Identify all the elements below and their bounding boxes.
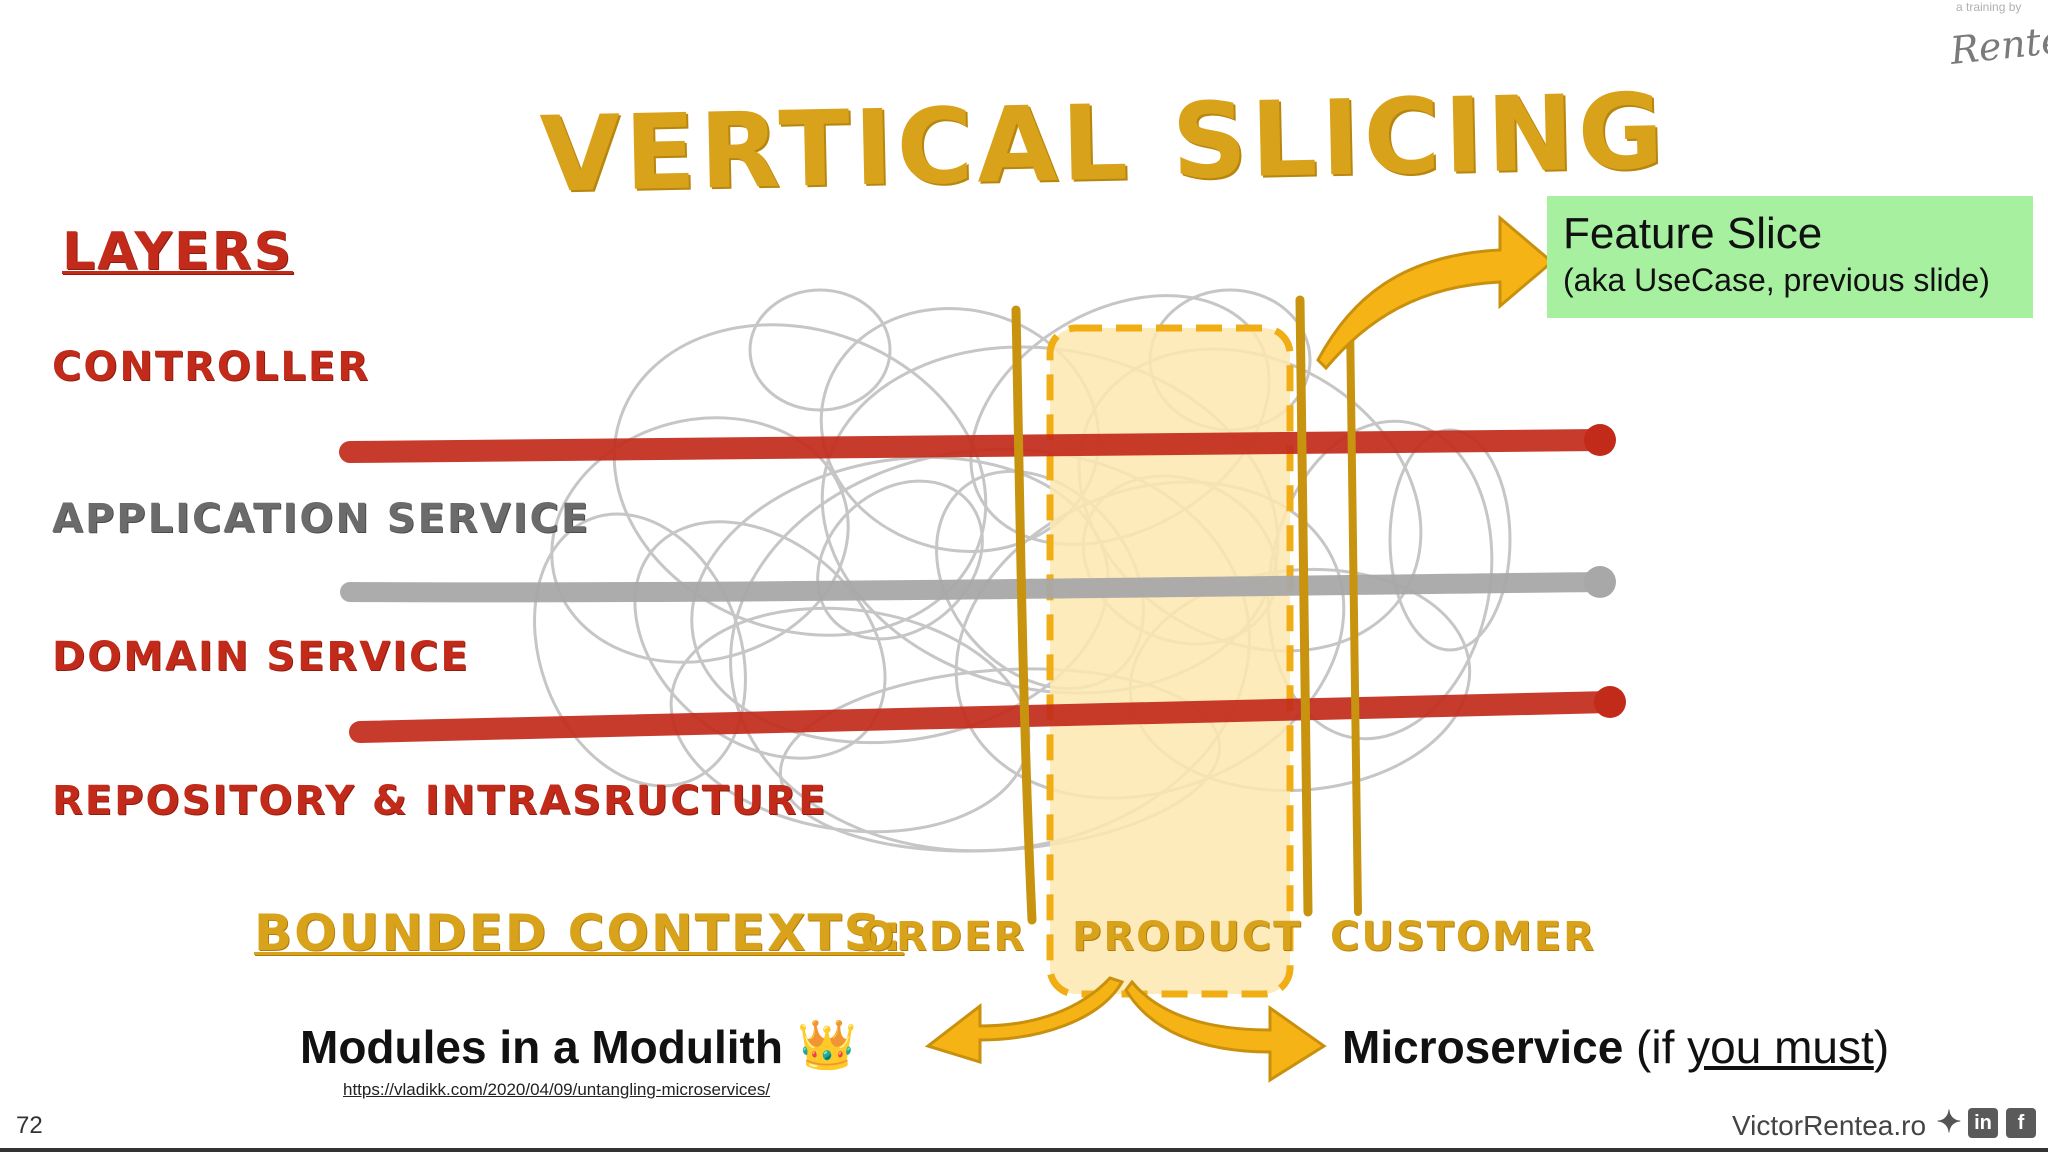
feature-slice-callout: Feature Slice (aka UseCase, previous sli…: [1547, 196, 2033, 318]
bounded-contexts-label: BOUNDED CONTEXTS:: [254, 904, 904, 962]
microservice-label: Microservice (if you must): [1342, 1020, 1889, 1074]
crown-icon: 👑: [797, 1017, 857, 1073]
feature-slice-title: Feature Slice: [1563, 209, 1823, 258]
context-customer: CUSTOMER: [1330, 914, 1596, 960]
microservice-arrow: [1124, 979, 1327, 1083]
slice-line-right-2: [1346, 316, 1362, 916]
microservice-pre: (if: [1623, 1021, 1688, 1073]
twitter-icon[interactable]: ✦: [1936, 1106, 1962, 1139]
modules-label: Modules in a Modulith: [300, 1021, 783, 1073]
domain-layer-bar: [349, 691, 1621, 743]
modulith-arrow: [924, 976, 1125, 1065]
microservice-bold: Microservice: [1342, 1021, 1624, 1073]
slice-line-right: [1295, 295, 1313, 917]
facebook-icon[interactable]: f: [2006, 1108, 2036, 1138]
slice-line-left: [1011, 305, 1037, 925]
page-number: 72: [16, 1112, 43, 1139]
feature-slice-subtitle: (aka UseCase, previous slide): [1563, 262, 1990, 298]
layers-heading: LAYERS: [62, 222, 294, 282]
product-slice-box: [1046, 324, 1294, 998]
layer-repository: REPOSITORY & INTRASRUCTURE: [52, 778, 828, 824]
layer-controller: CONTROLLER: [52, 344, 371, 390]
site-link[interactable]: VictorRentea.ro: [1732, 1110, 1927, 1141]
microservice-post: ): [1873, 1021, 1890, 1073]
layer-application-service: APPLICATION SERVICE: [52, 496, 591, 542]
controller-layer-bar: [339, 429, 1611, 463]
slide-title: VERTICAL SLICING: [538, 70, 1669, 216]
layer-domain-service: DOMAIN SERVICE: [52, 634, 470, 680]
context-product: PRODUCT: [1072, 914, 1303, 960]
linkedin-icon[interactable]: in: [1968, 1108, 1998, 1138]
context-order: ORDER: [860, 914, 1027, 960]
brand-tagline: a training by: [1956, 0, 2022, 14]
application-layer-bar: [340, 572, 1610, 603]
bottom-bar: [0, 1148, 2048, 1152]
microservice-underlined: you must: [1687, 1021, 1874, 1073]
reference-link[interactable]: https://vladikk.com/2020/04/09/untanglin…: [343, 1080, 771, 1099]
